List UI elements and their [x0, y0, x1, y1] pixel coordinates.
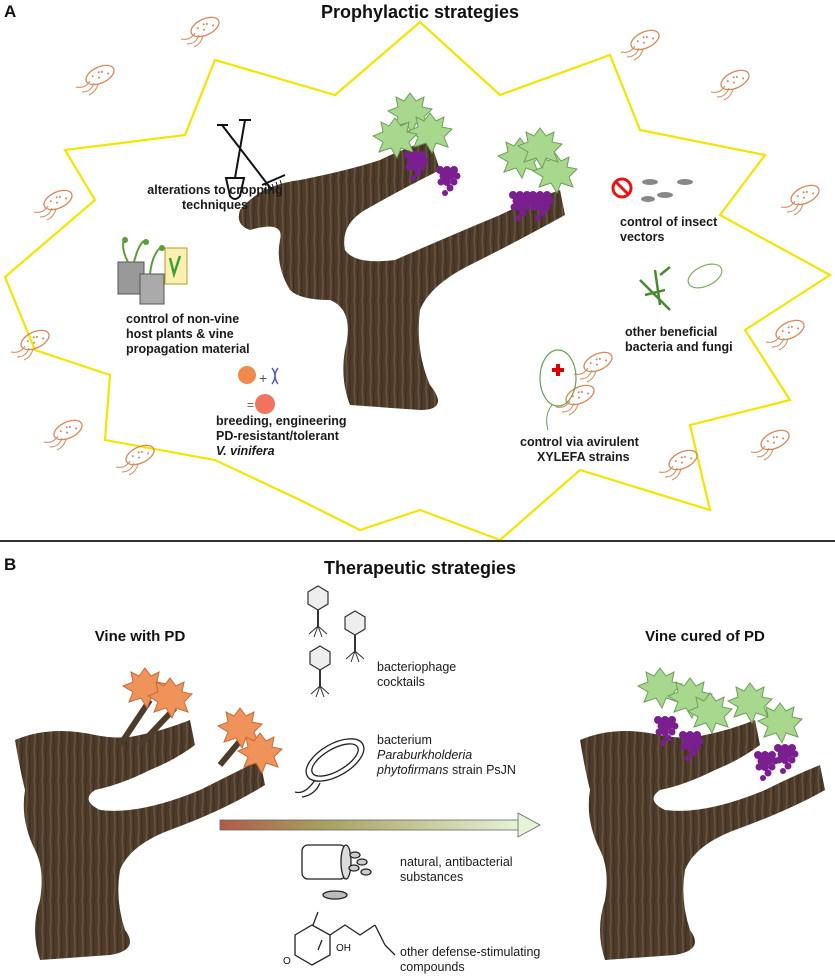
label-host-plants-1: control of non-vine — [126, 312, 240, 326]
svg-text:=: = — [247, 398, 254, 412]
label-breeding-1: breeding, engineering — [216, 414, 347, 428]
label-avirulent-2: XYLEFA strains — [537, 450, 630, 464]
garden-tools-icon — [217, 119, 286, 200]
cured-vine — [580, 667, 825, 960]
xylella-bacteria-group — [10, 12, 823, 481]
chem-oh-label: OH — [336, 943, 351, 954]
insect-control-icon — [611, 177, 693, 202]
label-bacterium-3: phytofirmans strain PsJN — [377, 763, 516, 778]
panel-b-title: Therapeutic strategies — [323, 558, 517, 578]
label-host-plants-2: host plants & vine — [126, 327, 234, 341]
label-phage-2: cocktails — [377, 675, 425, 689]
label-host-plants-3: propagation material — [126, 342, 250, 356]
beneficial-microbes-icon — [639, 263, 723, 311]
svg-text:+: + — [259, 370, 267, 386]
apple-dna-icon: + = — [238, 366, 279, 414]
panel-divider — [0, 540, 835, 542]
label-breeding-3: V. vinifera — [216, 444, 275, 458]
bacterium-icon — [294, 738, 365, 798]
pills-icon — [301, 844, 372, 900]
label-natural-1: natural, antibacterial — [400, 855, 513, 869]
label-bacterium-2: Paraburkholderia — [377, 748, 473, 762]
potted-plants-icon — [117, 236, 188, 305]
label-bacterium-3-strain: strain PsJN — [448, 763, 516, 777]
chemical-structure-icon — [294, 911, 396, 966]
label-insect-2: vectors — [620, 230, 665, 244]
chem-o-label: O — [283, 956, 291, 967]
healthy-vine-top — [238, 92, 578, 410]
bacteriophage-icons — [307, 585, 366, 698]
label-cropping: alterations to cropping techniques — [147, 183, 283, 212]
prophylactic-star-outline — [3, 20, 833, 542]
panel-a-letter: A — [4, 2, 17, 21]
label-avirulent-1: control via avirulent — [520, 435, 639, 449]
label-bacterium-3-species: phytofirmans — [377, 763, 449, 777]
label-defense-1: other defense-stimulating — [400, 945, 541, 959]
diseased-vine — [15, 667, 283, 960]
vine-cured-title: Vine cured of PD — [645, 628, 765, 645]
panel-a-title: Prophylactic strategies — [320, 2, 520, 22]
avirulent-strain-icon — [539, 349, 577, 431]
label-insect-1: control of insect — [620, 215, 718, 229]
label-breeding-2: PD-resistant/tolerant — [216, 429, 339, 443]
label-natural-2: substances — [400, 870, 464, 884]
vine-with-pd-title: Vine with PD — [94, 628, 186, 645]
label-beneficial-2: bacteria and fungi — [625, 340, 733, 354]
panel-b-letter: B — [4, 555, 17, 574]
label-phage-1: bacteriophage — [377, 660, 457, 674]
label-beneficial-1: other beneficial — [625, 325, 718, 339]
label-defense-2: compounds — [400, 960, 465, 974]
treatment-arrow — [219, 812, 541, 838]
label-bacterium-1: bacterium — [377, 733, 432, 747]
